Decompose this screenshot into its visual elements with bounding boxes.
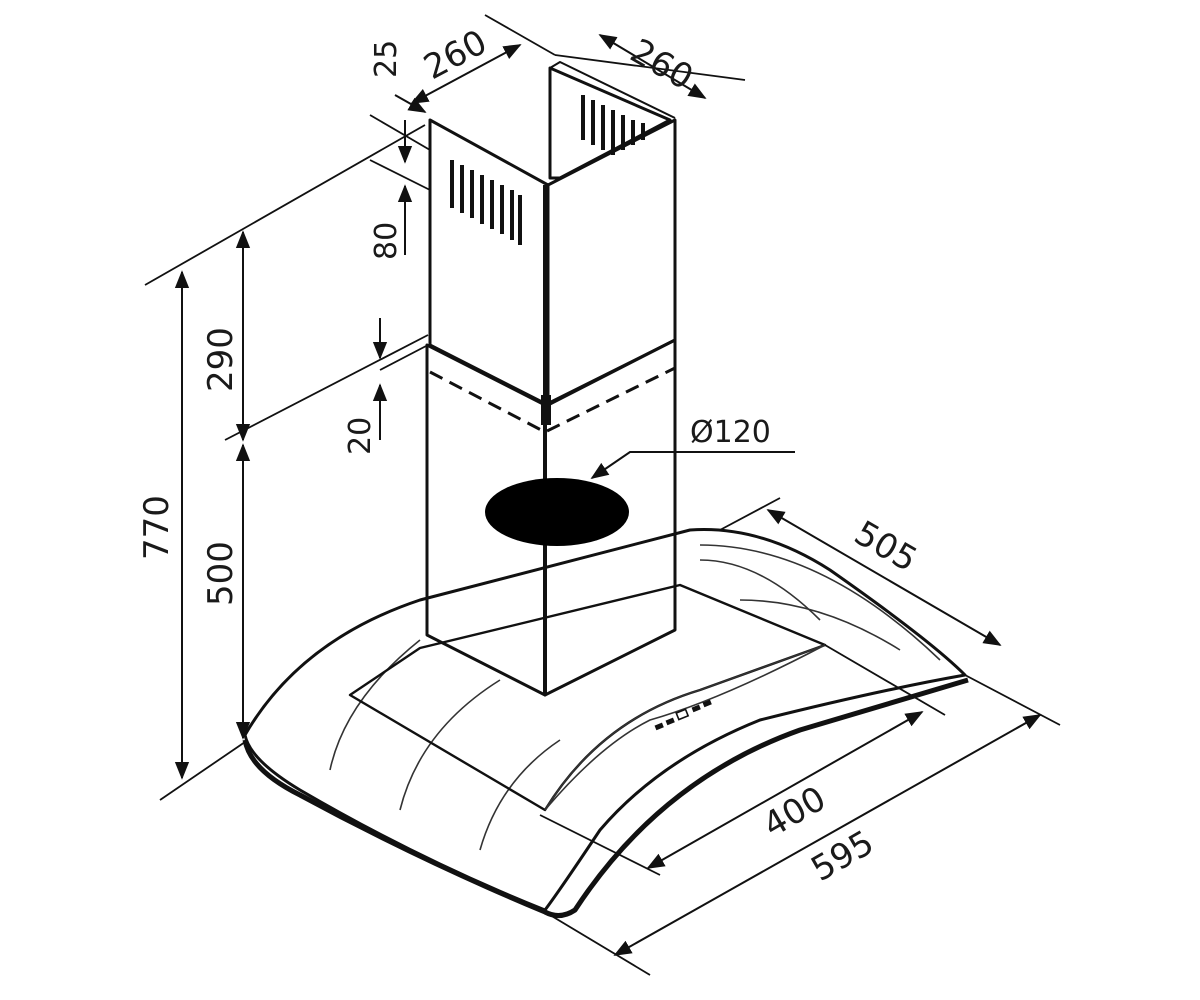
dim-line-260-left [410, 44, 522, 104]
label-total-height: 770 [137, 495, 177, 560]
chimney-upper-left-face [428, 118, 550, 407]
label-top-offset: 25 [369, 40, 404, 78]
vent-slots-back [581, 95, 645, 155]
chimney [425, 61, 677, 697]
label-overlap: 20 [343, 417, 378, 455]
label-lower-height: 500 [201, 541, 241, 606]
air-outlet [485, 478, 629, 546]
overlap-dashed-line [429, 366, 676, 434]
vent-slots-left [450, 160, 522, 245]
dim-line-505 [766, 509, 1002, 646]
chimney-back-panel [548, 66, 672, 180]
glass-line [699, 559, 821, 621]
label-width-left: 260 [417, 22, 493, 88]
control-button[interactable] [654, 722, 664, 731]
dim-line-595 [613, 714, 1042, 956]
chimney-upper-right-face [546, 118, 677, 407]
label-outlet-diameter: Ø120 [690, 415, 771, 450]
label-vent-height: 80 [369, 222, 404, 260]
dim-line-25 [394, 94, 427, 113]
base-plate-top [348, 583, 827, 812]
glass-panel-front [544, 644, 826, 811]
control-button[interactable] [702, 699, 712, 708]
label-hood-depth: 505 [848, 513, 924, 580]
glass-line [329, 639, 421, 771]
label-upper-height: 290 [201, 327, 241, 392]
control-button[interactable] [691, 704, 701, 713]
dim-line-260-right [598, 34, 707, 99]
chimney-joint [541, 395, 551, 425]
glass-line [479, 739, 561, 851]
leader-outlet [590, 451, 795, 480]
base-plate [348, 583, 827, 812]
label-hood-width: 595 [805, 823, 881, 890]
label-glass-width: 400 [757, 779, 833, 846]
control-button[interactable] [665, 717, 675, 726]
chimney-back-edge [549, 61, 676, 119]
glass-front-edge [242, 677, 969, 918]
glass-line [399, 679, 501, 811]
